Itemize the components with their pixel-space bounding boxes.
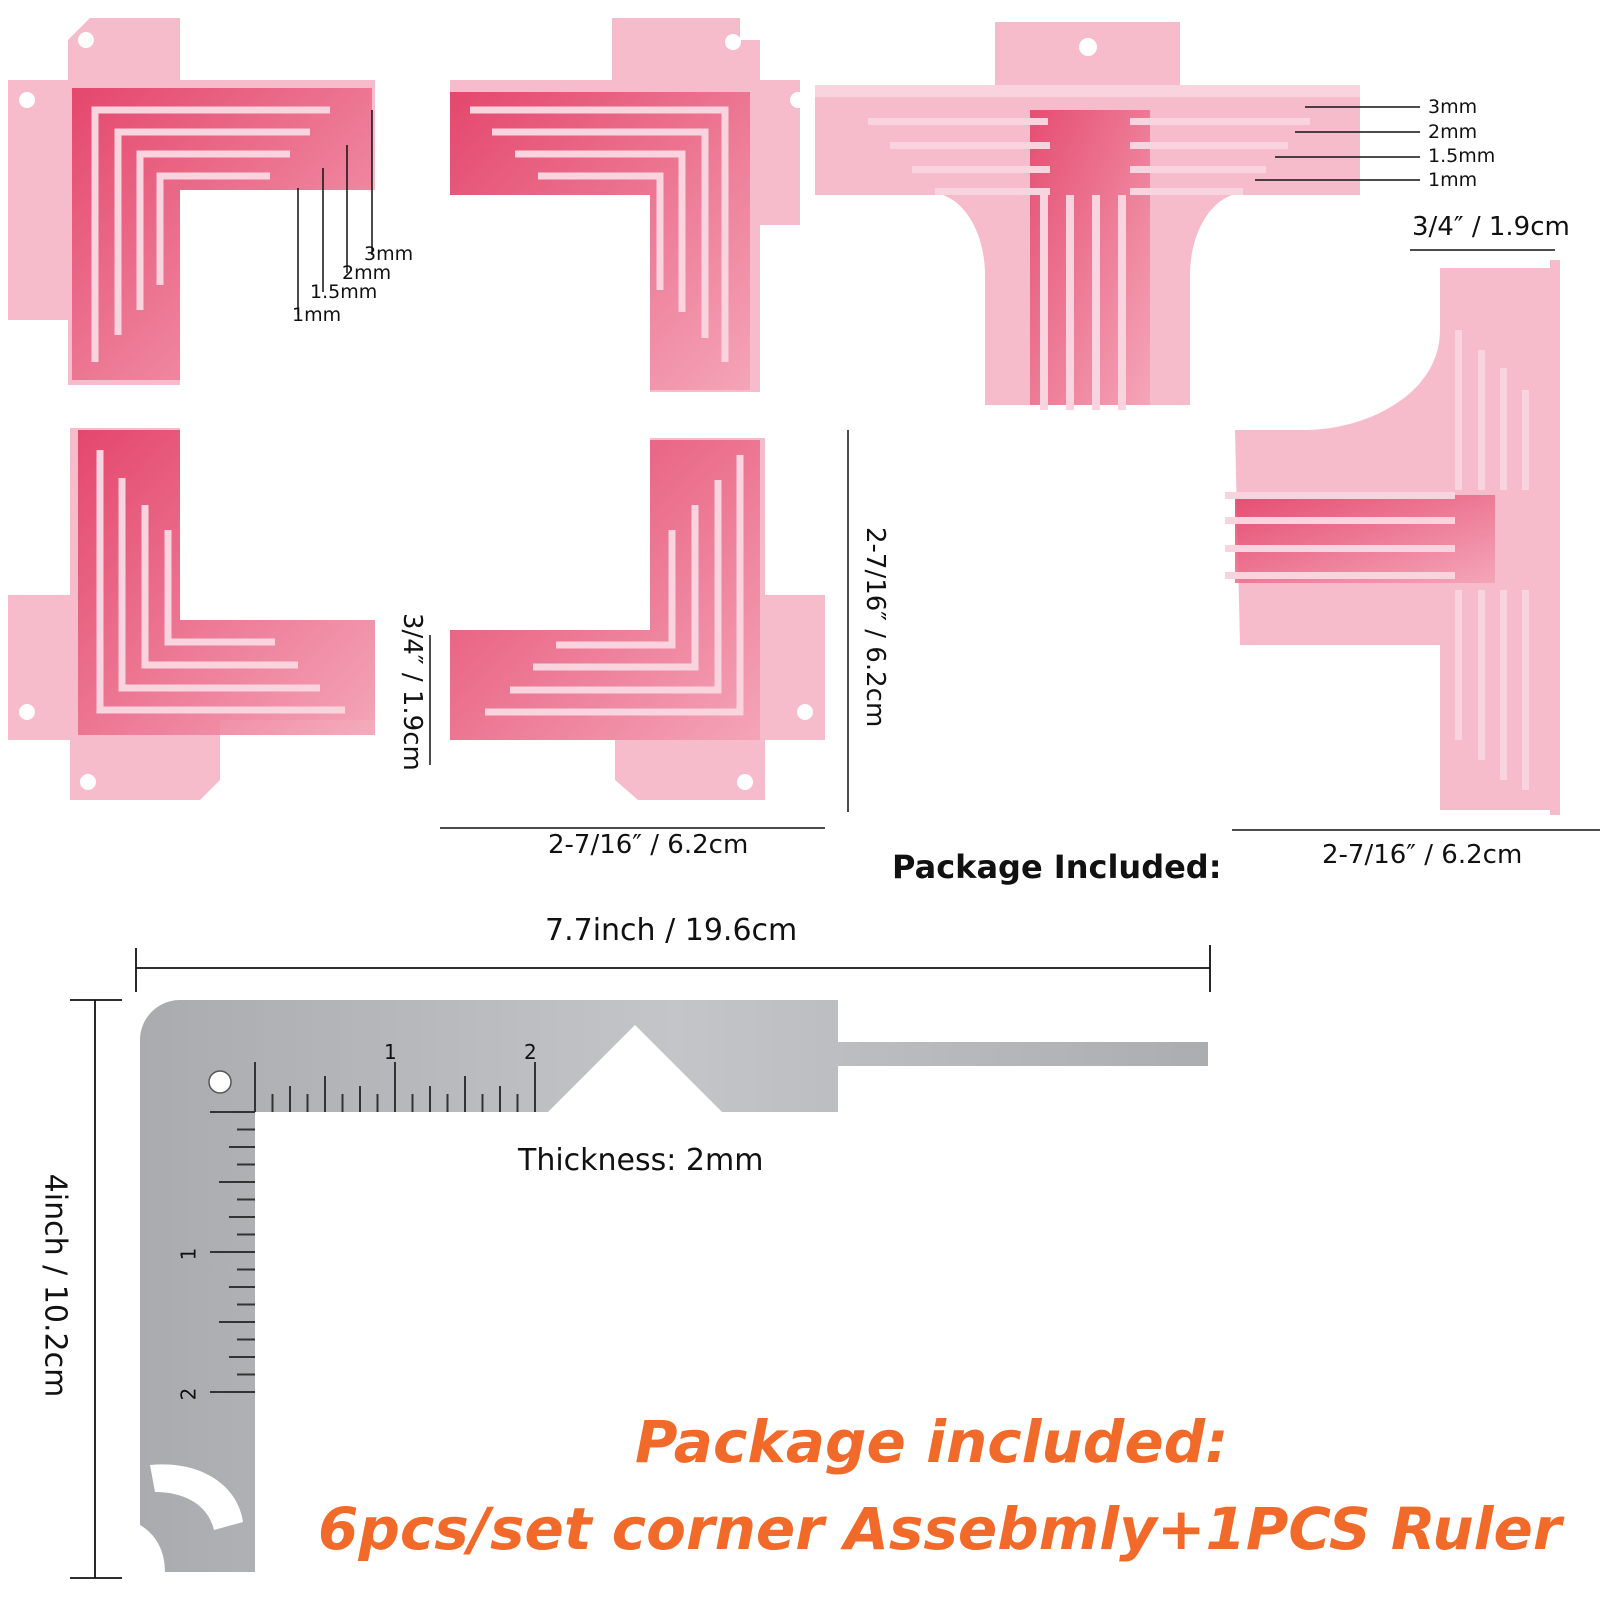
thickness-callout-tee — [1255, 106, 1420, 181]
corner-piece-top-middle — [450, 18, 806, 392]
tee-piece-top — [815, 22, 1360, 410]
ruler-thickness-label: Thickness: 2mm — [518, 1143, 764, 1178]
tee-thickness-label-2mm: 2mm — [1428, 121, 1478, 143]
package-included-orange-line2: 6pcs/set corner Assebmly+1PCS Ruler — [318, 1495, 1562, 1563]
tee-piece-right — [1225, 260, 1600, 815]
corner-thickness-label-3mm: 3mm — [364, 243, 414, 265]
package-included-heading: Package Included: — [892, 848, 1222, 886]
corner-piece-bottom-middle — [450, 438, 825, 800]
tee-width-label: 2-7/16″ / 6.2cm — [1322, 840, 1523, 870]
ruler-number-1-horizontal: 1 — [384, 1040, 397, 1064]
tee-thickness-label-1-5mm: 1.5mm — [1428, 145, 1496, 167]
corner-thickness-label-1mm: 1mm — [292, 304, 342, 326]
package-included-orange-line1: Package included: — [635, 1408, 1229, 1476]
corner-width-label: 2-7/16″ / 6.2cm — [548, 830, 749, 860]
corner-thickness-label-2mm: 2mm — [342, 262, 392, 284]
ruler-height-label: 4inch / 10.2cm — [37, 1173, 73, 1398]
dimension-lines — [429, 249, 1600, 831]
ruler-number-2-horizontal: 2 — [524, 1040, 537, 1064]
ruler-number-2-vertical: 2 — [176, 1387, 201, 1401]
ruler-length-label: 7.7inch / 19.6cm — [545, 913, 798, 948]
ruler-dimension-lines — [70, 945, 1211, 1579]
tee-depth-label: 3/4″ / 1.9cm — [1412, 212, 1570, 242]
steel-ruler — [140, 1000, 1208, 1572]
corner-thickness-label-1-5mm: 1.5mm — [310, 281, 378, 303]
corner-piece-top-left — [8, 18, 375, 385]
thickness-callout-corner — [297, 110, 373, 315]
tee-thickness-label-1mm: 1mm — [1428, 169, 1478, 191]
corner-depth-label: 3/4″ / 1.9cm — [397, 613, 427, 771]
corner-piece-bottom-left — [8, 428, 375, 800]
corner-height-label: 2-7/16″ / 6.2cm — [860, 527, 890, 728]
ruler-number-1-vertical: 1 — [176, 1247, 201, 1261]
tee-thickness-label-3mm: 3mm — [1428, 96, 1478, 118]
